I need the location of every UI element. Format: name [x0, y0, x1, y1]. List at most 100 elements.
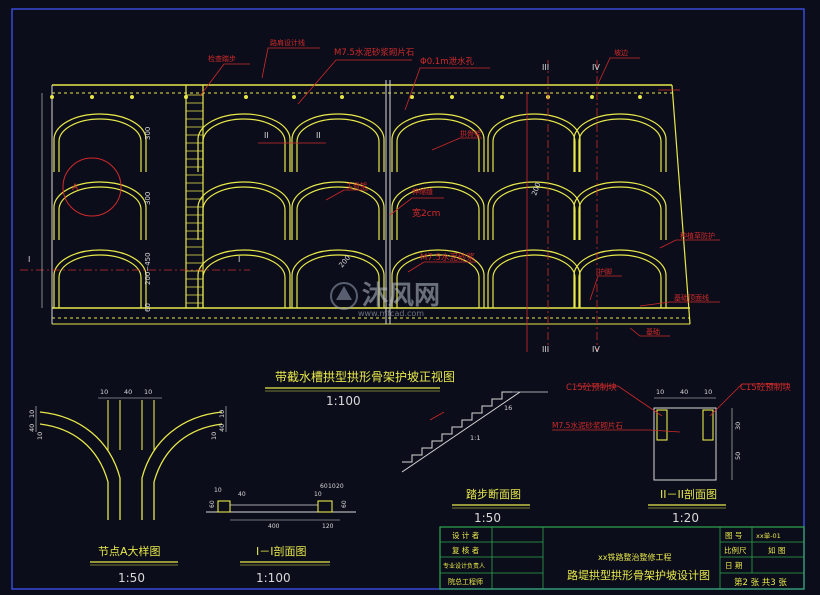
secI-dim-3: 400: [268, 523, 280, 530]
leader-arch: [431, 137, 482, 151]
leader-top-line: [261, 47, 320, 79]
arch-5-0-inner: [578, 118, 662, 172]
secI-dim-10: 10: [314, 491, 322, 498]
node-a-label: A: [72, 183, 79, 193]
arch-4-1-inner: [492, 186, 576, 240]
secI-dim-2: 60: [209, 500, 216, 508]
drain-hole: [90, 95, 94, 99]
arch-2-1-outer: [291, 181, 385, 240]
arch-1-2-inner: [202, 254, 286, 308]
arch-0-1-inner: [58, 186, 142, 240]
watermark-logo-icon: [330, 282, 358, 310]
secII-dim-3: 10: [704, 388, 712, 396]
secI-dim-7: 10: [328, 483, 336, 490]
arch-1-1-outer: [197, 181, 291, 240]
node-dim-3: 10: [144, 388, 152, 396]
secI-dim-6: 60: [320, 483, 328, 490]
tb-row-lead: 专业设计负责人: [443, 562, 485, 570]
sec-mark-II-right: II: [316, 131, 321, 140]
dim-v-3: 200~450: [144, 252, 152, 285]
arch-0-1-outer: [53, 181, 147, 240]
label-joint: 伸缩缝: [412, 187, 433, 196]
drain-hole: [500, 95, 504, 99]
label-joint-width: 宽2cm: [412, 207, 440, 219]
tb-date-label: 日 期: [725, 561, 742, 570]
leader-steps: [199, 63, 250, 97]
node-dim-6: 10: [36, 432, 44, 440]
secII-label-c15-right: C15砼预制块: [740, 382, 791, 393]
leader-mortar-2: [407, 261, 476, 273]
label-drain: Φ0.1m泄水孔: [420, 56, 474, 67]
node-dim-4: 10: [28, 410, 36, 418]
arch-3-1-inner: [396, 186, 480, 240]
tb-drawing-name: 路堤拱型拱形骨架护坡设计图: [567, 568, 710, 582]
arch-0-0-outer: [53, 113, 147, 172]
drain-hole: [638, 95, 642, 99]
drain-hole: [50, 95, 54, 99]
node-detail-scale: 1:50: [118, 571, 145, 585]
watermark-brand: 沐风网: [362, 281, 440, 311]
tb-scale-label: 比例尺: [724, 545, 747, 555]
secII-label-c15-left: C15砼预制块: [566, 382, 617, 393]
secII-dim-1: 10: [656, 388, 664, 396]
sec-mark-IV-top: IV: [592, 63, 600, 72]
drain-hole: [340, 95, 344, 99]
leader-joint: [389, 197, 444, 216]
watermark: 沐风网 www.mfcad.com: [330, 281, 440, 318]
arch-1-2-outer: [197, 249, 291, 308]
node-dim-7: 10: [218, 410, 226, 418]
step-section: 1:1 16 踏步断面图 1:50: [401, 391, 548, 525]
label-mortar-2: M7.5水泥砂浆: [420, 252, 475, 263]
sec-mark-II-left: II: [264, 131, 269, 140]
tb-scale-value: 如 图: [768, 545, 785, 555]
title-block: 设 计 者 复 核 者 专业设计负责人 院总工程师 xx铁路整治整修工程 路堤拱…: [439, 526, 805, 590]
arch-1-1-inner: [202, 186, 286, 240]
section-II-II: C15砼预制块 C15砼预制块 M7.5水泥砂浆砌片石 10 40 10 30 …: [552, 382, 791, 525]
drawing-frame: [11, 8, 805, 590]
arch-3-0-inner: [396, 118, 480, 172]
tb-row-chief: 院总工程师: [448, 577, 483, 586]
arch-4-2-inner: [492, 254, 576, 308]
tb-row-designer: 设 计 者: [452, 530, 480, 540]
arch-4-0-outer: [487, 113, 581, 172]
inspection-steps: [185, 85, 204, 308]
label-toe: 护脚: [598, 267, 612, 276]
section-I-title: I－I剖面图: [256, 544, 307, 558]
secI-dim-1: 10: [214, 487, 222, 494]
label-main: 主骨架: [346, 181, 367, 190]
step-section-title: 踏步断面图: [466, 487, 521, 501]
secI-dim-9: 60: [341, 500, 348, 508]
arch-5-2-outer: [573, 249, 667, 308]
step-dim-height: 16: [504, 404, 512, 412]
drain-hole: [410, 95, 414, 99]
dim-v-2: 300: [144, 192, 152, 205]
main-view-scale: 1:100: [326, 394, 361, 408]
arch-0-0-inner: [58, 118, 142, 172]
node-dim-8: 40: [218, 424, 226, 432]
arch-3-1-outer: [391, 181, 485, 240]
label-slope: 坡边: [614, 48, 628, 57]
secI-dim-4: 120: [322, 523, 334, 530]
sec-mark-I-right: I: [238, 255, 240, 264]
leader-main: [325, 189, 368, 201]
drain-holes: [50, 95, 642, 99]
node-dim-9: 10: [210, 432, 218, 440]
node-a-circle: [62, 157, 122, 217]
section-II-title: II－II剖面图: [660, 487, 717, 501]
arch-3-2-inner: [396, 254, 480, 308]
arch-3-2-outer: [391, 249, 485, 308]
arch-2-2-outer: [291, 249, 385, 308]
tb-sheet: 第2 张 共3 张: [734, 577, 787, 588]
secII-dim-2: 40: [680, 388, 688, 396]
section-I-I: 10 60 400 120 40 60 10 20 60 10 I－I剖面图 1…: [206, 483, 356, 585]
label-ground: 基础顶面线: [674, 293, 709, 302]
arch-2-2-inner: [296, 254, 380, 308]
arch-frames: [53, 113, 667, 308]
arch-2-0-inner: [296, 118, 380, 172]
node-detail-title: 节点A大样图: [98, 544, 161, 558]
node-dim-2: 40: [124, 388, 132, 396]
arch-5-2-inner: [578, 254, 662, 308]
arch-2-0-outer: [291, 113, 385, 172]
label-mortar: M7.5水泥砂浆砌片石: [334, 47, 414, 58]
